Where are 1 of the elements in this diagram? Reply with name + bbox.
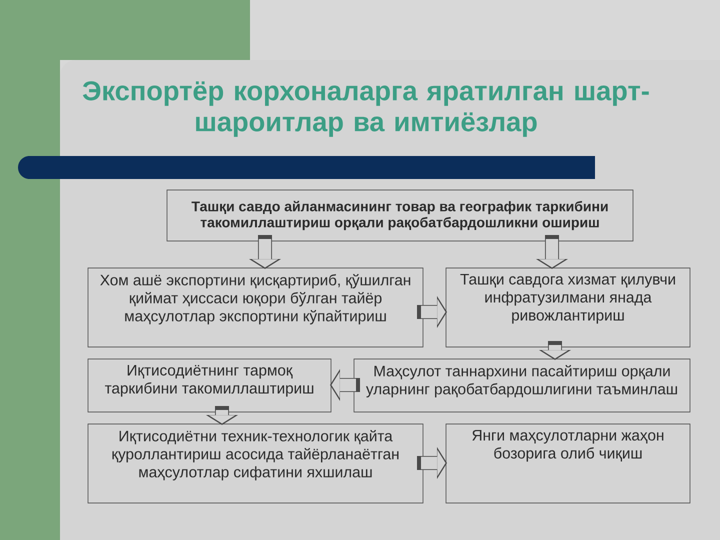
title: Экспортёр корхоналарга яратилган шарт-шароитлар ва имтиёзлар — [82, 81, 649, 137]
